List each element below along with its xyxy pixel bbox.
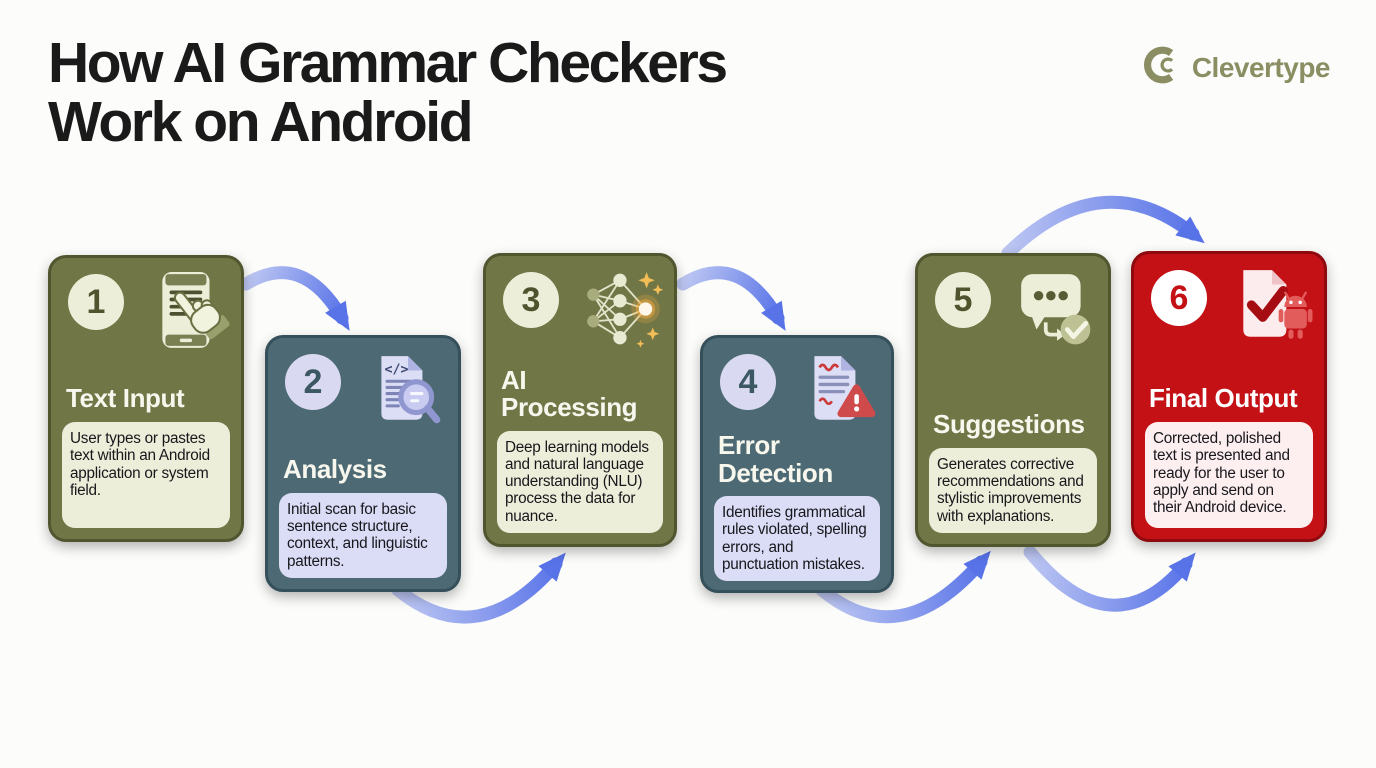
step-number-badge: 5 (935, 272, 991, 328)
step-description: Initial scan for basic sentence structur… (279, 492, 447, 578)
arrow-step5-step6-top (1001, 195, 1205, 260)
step-title: Suggestions (933, 409, 1085, 440)
arrow-step5-step6-bottom (1023, 545, 1196, 612)
step-number-badge: 4 (720, 354, 776, 410)
page-title: How AI Grammar Checkers Work on Android (48, 31, 728, 155)
step-description: User types or pastes text within an Andr… (62, 422, 230, 528)
brand-logo: Clevertype (1142, 42, 1331, 93)
step-title: Text Input (66, 383, 185, 414)
step-description: Deep learning models and natural languag… (497, 430, 663, 533)
step-card-error-detection: 4 Error Detection Identifies grammatical… (700, 335, 894, 593)
svg-text:</>: </> (384, 363, 408, 378)
arrow-step1-step2 (239, 266, 350, 331)
step-title: Error Detection (718, 430, 833, 488)
smartphone-tap-icon (148, 270, 230, 352)
step-card-text-input: 1 (48, 255, 244, 542)
step-number-badge: 3 (503, 272, 559, 328)
document-check-android-icon (1231, 266, 1313, 348)
step-number-badge: 2 (285, 354, 341, 410)
chat-check-icon (1015, 268, 1097, 350)
step-title: Final Output (1149, 383, 1298, 414)
step-description: Identifies grammatical rules violated, s… (714, 496, 880, 582)
step-card-suggestions: 5 Suggestions Generates corrective recom… (915, 253, 1111, 547)
document-magnifier-icon: </> (365, 350, 447, 432)
clevertype-logo-icon (1142, 42, 1184, 93)
step-card-ai-processing: 3 (483, 253, 677, 547)
step-number-badge: 6 (1151, 270, 1207, 326)
step-title: AI Processing (501, 364, 638, 423)
brand-name: Clevertype (1191, 51, 1331, 83)
step-description: Corrected, polished text is presented an… (1145, 422, 1313, 528)
neural-network-icon (581, 268, 664, 350)
document-warning-icon (798, 350, 880, 432)
arrow-step3-step4 (676, 266, 786, 331)
step-description: Generates corrective recommendations and… (929, 447, 1097, 533)
step-number-badge: 1 (68, 274, 124, 330)
step-title: Analysis (283, 454, 387, 485)
step-card-final-output: 6 (1131, 251, 1327, 542)
step-card-analysis: 2 </> Analysis Initial s (265, 335, 461, 592)
